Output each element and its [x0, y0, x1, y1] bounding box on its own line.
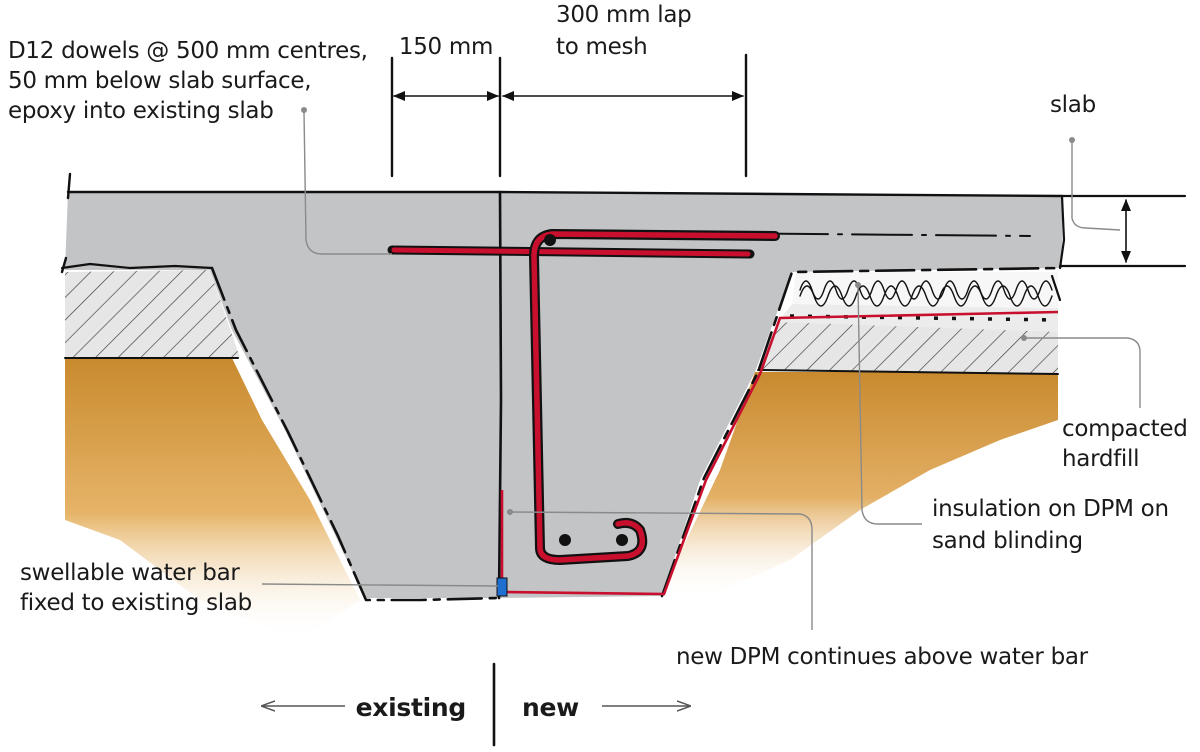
bar-section: [544, 234, 556, 246]
dpm-label: new DPM continues above water bar: [676, 644, 1089, 670]
hardfill-right-bottom: [757, 369, 1059, 375]
dowels-label: D12 dowels @ 500 mm centres, 50 mm below…: [8, 38, 368, 124]
slab-thickness-extension: [1058, 194, 1187, 268]
insulation-band: [792, 272, 1058, 308]
insulation-label-line-1: insulation on DPM on: [932, 496, 1169, 522]
bar-section: [616, 534, 628, 546]
dowels-label-line-3: epoxy into existing slab: [8, 98, 274, 124]
existing-slab: [65, 192, 500, 598]
bar-section: [559, 534, 571, 546]
soil-right: [660, 372, 1058, 600]
dowels-label-line-1: D12 dowels @ 500 mm centres,: [8, 38, 368, 64]
construction-joint: [497, 190, 503, 600]
soil-left: [65, 358, 360, 640]
new-slab-edge: [660, 266, 1064, 598]
hardfill-right: [758, 322, 1058, 374]
new-slab: [500, 192, 1062, 598]
insulation-squiggles: [799, 280, 1053, 307]
dim-300-label-line-2: to mesh: [556, 34, 647, 60]
dim-150-label: 150 mm: [399, 34, 493, 60]
slab-right-end: [1050, 194, 1066, 302]
waterbar-label-line-2: fixed to existing slab: [20, 590, 252, 616]
new-label: new: [522, 693, 579, 722]
existing-label: existing: [356, 693, 466, 722]
swellable-water-bar: [496, 577, 508, 597]
hardfill-label-line-2: hardfill: [1062, 446, 1139, 472]
dim-300-label-line-1: 300 mm lap: [556, 2, 691, 28]
insulation-label-line-2: sand blinding: [932, 528, 1083, 554]
waterbar-label-line-1: swellable water bar: [20, 560, 240, 586]
dim-extension-lines: [390, 53, 748, 178]
existing-slab-underside: [60, 262, 214, 270]
slab-label: slab: [1050, 92, 1096, 118]
existing-slab-edge: [210, 266, 499, 602]
hardfill-label-line-1: compacted: [1062, 416, 1188, 442]
leader-lines: [261, 107, 1141, 630]
dowels-label-line-2: 50 mm below slab surface,: [8, 68, 311, 94]
slab-left-end: [60, 172, 72, 274]
hardfill-left: [65, 270, 240, 358]
